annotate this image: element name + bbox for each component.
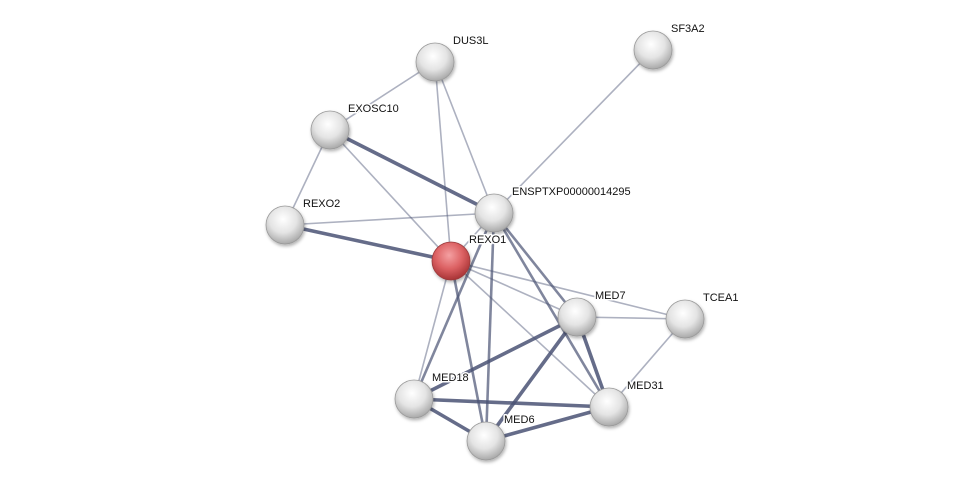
node-sphere[interactable]: [394, 379, 434, 419]
edge-exosc10-ensptxp00000014295[interactable]: [329, 128, 495, 215]
node-med18[interactable]: MED18: [394, 371, 470, 419]
node-sphere[interactable]: [665, 299, 705, 339]
node-label: MED6: [504, 414, 535, 426]
node-exosc10[interactable]: EXOSC10: [310, 102, 400, 150]
node-sphere[interactable]: [431, 241, 471, 281]
edge-exosc10-dus3l[interactable]: [329, 61, 436, 131]
node-rexo2[interactable]: REXO2: [265, 197, 342, 245]
node-med7[interactable]: MED7: [557, 289, 627, 337]
node-sphere[interactable]: [310, 110, 350, 150]
edges-layer: [284, 49, 686, 443]
node-sphere[interactable]: [633, 30, 673, 70]
edge-rexo2-ensptxp00000014295[interactable]: [284, 212, 495, 226]
node-sf3a2[interactable]: SF3A2: [633, 22, 706, 70]
edge-rexo1-med18[interactable]: [413, 260, 452, 400]
nodes-layer: DUS3L SF3A2EXOSC10ENSPTXP00000014295REXO2…: [265, 22, 740, 461]
node-sphere[interactable]: [589, 387, 629, 427]
node-label: SF3A2: [671, 23, 705, 35]
node-sphere[interactable]: [415, 42, 455, 82]
node-label: EXOSC10: [348, 103, 399, 115]
node-label: MED18: [432, 372, 469, 384]
edge-rexo2-rexo1[interactable]: [284, 223, 452, 263]
node-med31[interactable]: MED31: [589, 379, 665, 427]
edge-med7-med18[interactable]: [413, 315, 578, 401]
edge-rexo1-med31[interactable]: [450, 260, 610, 408]
edge-med18-med31[interactable]: [413, 397, 610, 409]
node-label: REXO1: [469, 234, 506, 246]
node-tcea1[interactable]: TCEA1: [665, 291, 740, 339]
node-sphere[interactable]: [557, 297, 597, 337]
edge-rexo1-med7[interactable]: [450, 260, 578, 318]
node-label: ENSPTXP00000014295: [512, 186, 631, 198]
edge-sf3a2-ensptxp00000014295[interactable]: [493, 49, 654, 214]
edge-med7-med6[interactable]: [484, 315, 579, 443]
node-sphere[interactable]: [474, 193, 514, 233]
edge-rexo1-tcea1[interactable]: [450, 260, 686, 320]
node-rexo1[interactable]: REXO1: [431, 233, 508, 281]
edge-ensptxp00000014295-med18[interactable]: [412, 212, 496, 400]
node-ensptxp00000014295[interactable]: ENSPTXP00000014295: [474, 185, 632, 233]
node-label: MED31: [627, 380, 664, 392]
node-label: MED7: [595, 290, 626, 302]
node-label: REXO2: [303, 198, 340, 210]
node-label: TCEA1: [703, 292, 738, 304]
edge-med6-med31[interactable]: [485, 405, 610, 443]
edge-ensptxp00000014295-med31[interactable]: [492, 212, 611, 408]
node-dus3l[interactable]: DUS3L: [415, 34, 490, 82]
edge-dus3l-rexo1[interactable]: [434, 61, 452, 262]
node-sphere[interactable]: [265, 205, 305, 245]
edge-exosc10-rexo1[interactable]: [329, 129, 452, 262]
edge-ensptxp00000014295-med6[interactable]: [484, 212, 496, 442]
node-sphere[interactable]: [466, 421, 506, 461]
edge-ensptxp00000014295-med7[interactable]: [492, 212, 579, 318]
node-med6[interactable]: MED6: [466, 413, 536, 461]
node-label: DUS3L: [453, 35, 488, 47]
edge-rexo1-med6[interactable]: [449, 260, 488, 442]
edge-dus3l-ensptxp00000014295[interactable]: [434, 61, 495, 214]
